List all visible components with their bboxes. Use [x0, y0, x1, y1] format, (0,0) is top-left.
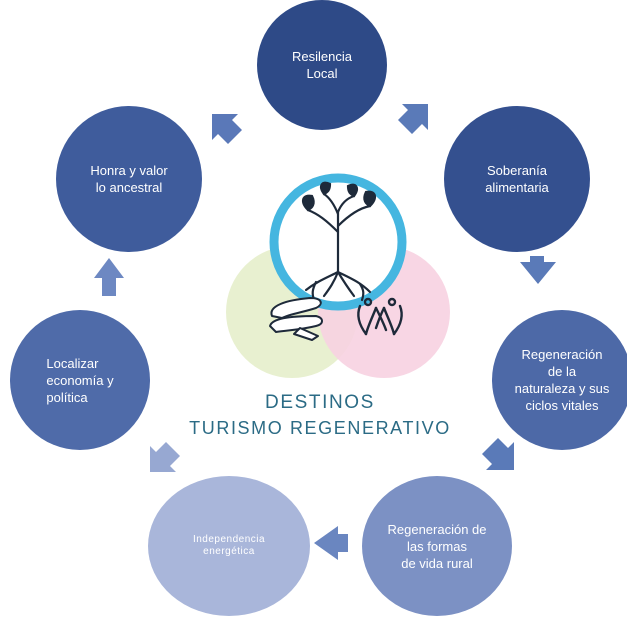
node-label: Localizar economía y política	[46, 355, 114, 405]
node-label: Independencia energética	[192, 534, 266, 557]
node-regeneracion-vida-rural: Regeneración de las formas de vida rural	[362, 476, 512, 616]
arrow-icon-4b	[314, 526, 338, 560]
node-independencia-energetica: Independencia energética	[148, 476, 310, 616]
cycle-arrows	[94, 104, 556, 560]
tree-icon	[302, 181, 376, 302]
arrow-icon-4	[338, 534, 348, 552]
arrow-icon-7	[212, 114, 242, 144]
arrow-icon-3	[482, 438, 514, 470]
node-localizar-economia: Localizar economía y política	[10, 310, 150, 450]
people-icon	[357, 297, 403, 336]
arrow-icon-1	[398, 104, 428, 134]
arrow-icon-5	[150, 442, 180, 472]
hands-icon	[269, 297, 323, 341]
node-label: Honra y valor lo ancestral	[90, 163, 168, 195]
node-resiliencia-local: Resilencia Local	[257, 0, 387, 130]
arrow-icon-6	[94, 258, 124, 296]
node-regeneracion-naturaleza: Regeneración de la naturaleza y sus cicl…	[492, 310, 627, 450]
node-label: Regeneración de la naturaleza y sus cicl…	[514, 347, 610, 413]
node-soberania-alimentaria: Soberanía alimentaria	[444, 106, 590, 252]
node-label: Regeneración de las formas de vida rural	[387, 521, 487, 571]
node-honra-ancestral: Honra y valor lo ancestral	[56, 106, 202, 252]
title-line-1: DESTINOS	[265, 392, 375, 413]
node-label: Soberanía alimentaria	[485, 163, 549, 195]
arrow-icon-2	[520, 256, 556, 284]
node-label: Resilencia Local	[292, 49, 352, 81]
title-line-2: TURISMO REGENERATIVO	[189, 418, 451, 438]
